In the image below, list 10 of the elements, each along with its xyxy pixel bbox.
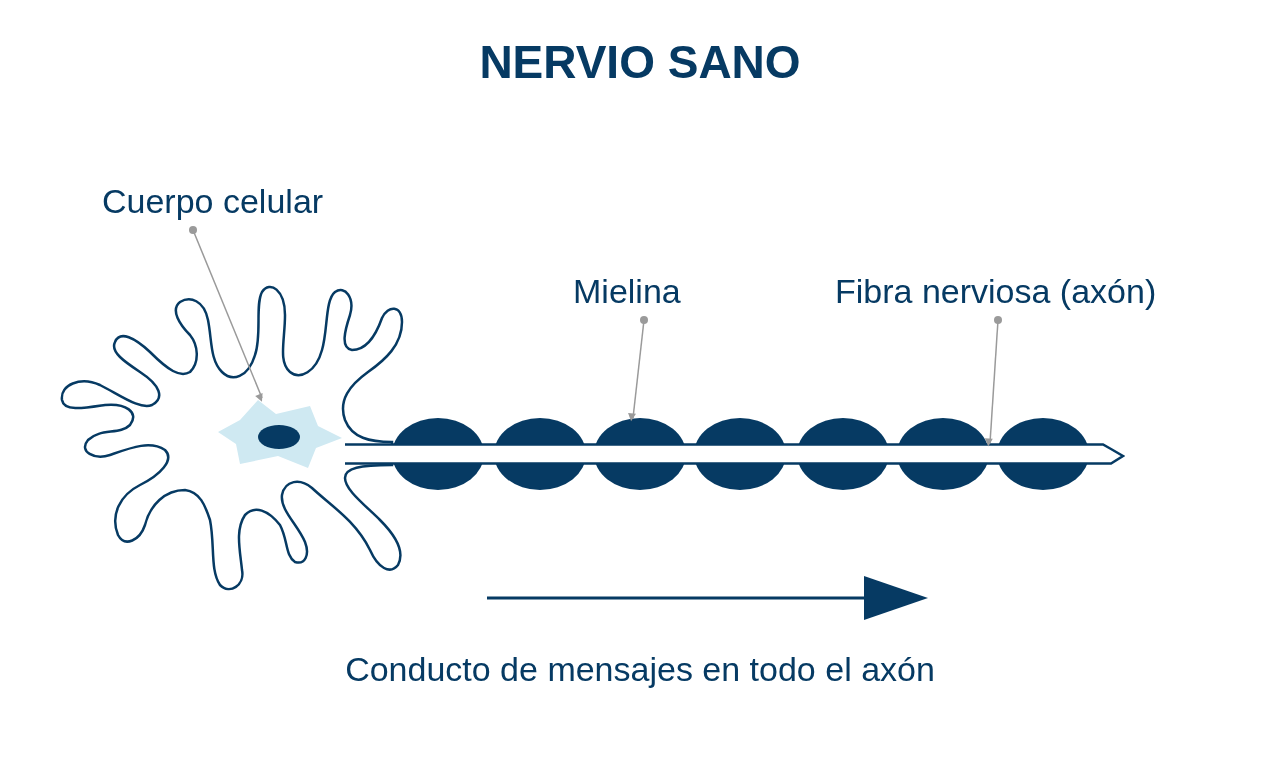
leader-line	[628, 316, 648, 422]
axon-fiber	[345, 443, 1125, 465]
part-label: Mielina	[573, 270, 681, 320]
leader-line	[189, 226, 263, 402]
caption-text: Conducto de mensajes en todo el axón	[344, 649, 936, 690]
part-label: Fibra nerviosa (axón)	[835, 270, 1157, 320]
leader-line	[984, 316, 1002, 447]
part-label: Cuerpo celular	[102, 180, 324, 230]
cell-body	[218, 398, 342, 470]
diagram-title: NERVIO SANO	[478, 36, 802, 88]
